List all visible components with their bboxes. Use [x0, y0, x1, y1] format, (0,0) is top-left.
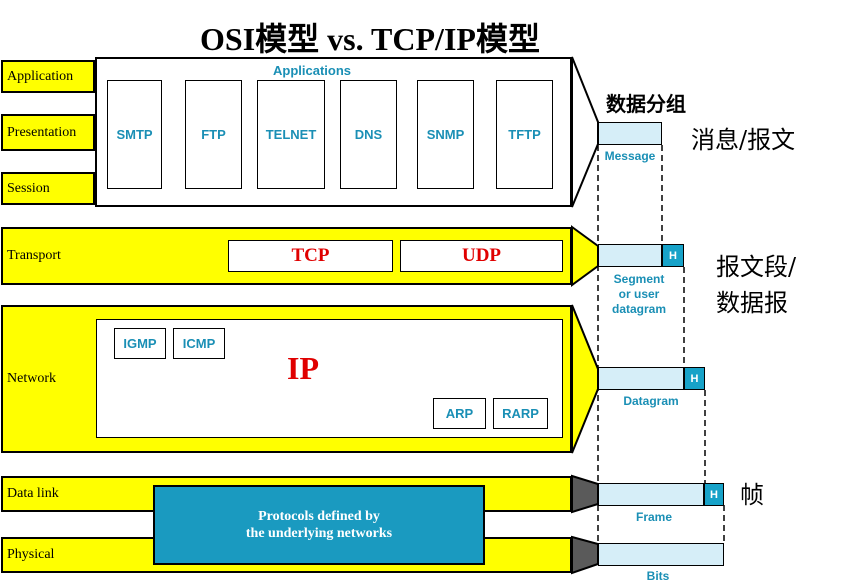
protocol-smtp: SMTP — [107, 80, 162, 189]
protocol-tcp: TCP — [228, 240, 393, 272]
packet-bits-label: Bits — [646, 569, 670, 583]
underlying-line-1: Protocols defined by — [258, 509, 380, 524]
segment-label-line-1: Segment — [613, 272, 665, 286]
layer-application-label: Application — [7, 68, 74, 84]
underlying-networks-block: Protocols defined by the underlying netwo… — [153, 485, 485, 565]
protocol-dns: DNS — [340, 80, 397, 189]
segment-header: H — [662, 244, 684, 267]
layer-session: Session — [1, 172, 95, 205]
funnel-transport — [571, 225, 599, 287]
protocol-arp: ARP — [433, 398, 486, 429]
cn-label-segment-line-2: 数据报 — [716, 289, 788, 317]
protocol-icmp: ICMP — [173, 328, 225, 359]
protocol-rarp: RARP — [493, 398, 548, 429]
layer-session-label: Session — [7, 180, 50, 196]
protocol-udp: UDP — [400, 240, 563, 272]
packet-frame — [598, 483, 704, 506]
packet-message — [598, 122, 662, 145]
protocol-snmp: SNMP — [417, 80, 474, 189]
segment-label-line-2: or user — [618, 287, 660, 301]
protocol-ip: IP — [287, 350, 319, 386]
packet-bits — [598, 543, 724, 566]
layer-transport-label: Transport — [7, 248, 61, 263]
cn-label-segment-line-1: 报文段/ — [716, 253, 797, 281]
applications-title: Applications — [272, 63, 351, 78]
frame-header: H — [704, 483, 724, 506]
cn-label-message: 消息/报文 — [691, 126, 796, 154]
segment-label-line-3: datagram — [611, 302, 667, 316]
layer-physical-label: Physical — [7, 547, 55, 562]
packets-heading: 数据分组 — [606, 92, 686, 116]
protocol-igmp: IGMP — [114, 328, 166, 359]
datagram-header: H — [684, 367, 705, 390]
funnel-application — [571, 56, 599, 208]
protocol-tftp: TFTP — [496, 80, 553, 189]
protocol-telnet: TELNET — [257, 80, 325, 189]
layer-data-link-label: Data link — [7, 486, 59, 501]
layer-presentation: Presentation — [1, 114, 95, 151]
page-title: OSI模型 vs. TCP/IP模型 — [200, 21, 540, 57]
packet-frame-label: Frame — [635, 510, 673, 524]
layer-presentation-label: Presentation — [7, 124, 77, 140]
funnel-physical — [571, 535, 599, 575]
packet-segment — [598, 244, 662, 267]
packet-datagram-label: Datagram — [623, 394, 679, 408]
cn-label-frame: 帧 — [740, 481, 764, 509]
funnel-data-link — [571, 474, 599, 514]
layer-application: Application — [1, 60, 95, 93]
funnel-network — [571, 304, 599, 454]
underlying-line-2: the underlying networks — [245, 526, 393, 541]
protocol-ftp: FTP — [185, 80, 242, 189]
layer-network-label: Network — [7, 371, 56, 386]
packet-datagram — [598, 367, 684, 390]
packet-segment-label: Segment or user datagram — [596, 272, 682, 317]
packet-message-label: Message — [604, 149, 656, 163]
